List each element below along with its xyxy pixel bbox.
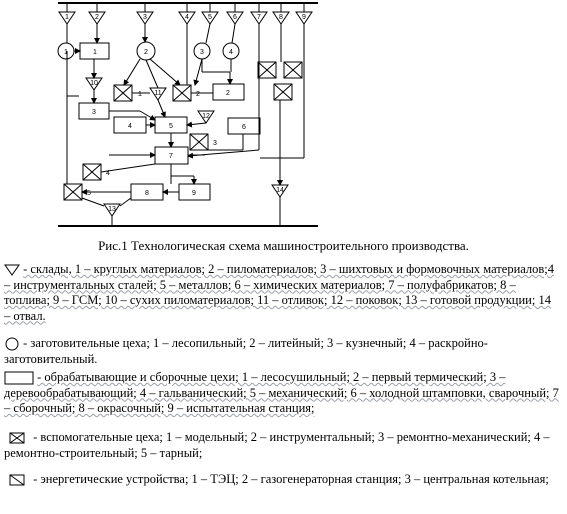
xbox-5-label: 5 — [87, 190, 91, 197]
circle-icon — [5, 337, 19, 351]
rect-7-label: 7 — [169, 153, 173, 160]
top-tri-label-5: 5 — [208, 14, 212, 21]
rect-8-label: 8 — [145, 190, 149, 197]
tri-13-label: 13 — [108, 206, 116, 213]
xbox-5 — [63, 183, 83, 201]
crossed-box-icon — [9, 432, 25, 444]
xbox-4 — [82, 163, 102, 181]
legend-energy-text: - энергетические устройства; 1 – ТЭЦ; 2 … — [33, 472, 549, 486]
legend-energy: - энергетические устройства; 1 – ТЭЦ; 2 … — [4, 472, 559, 488]
legend-processing-text: - обрабатывающие и сборочные цехи; 1 – л… — [4, 370, 559, 415]
figure-caption: Рис.1 Технологическая схема машиностроит… — [98, 238, 469, 253]
circle-3-label: 3 — [200, 49, 204, 56]
xbox-4-label: 4 — [106, 170, 110, 177]
tri-12-label: 12 — [202, 113, 210, 120]
tri-10-label: 10 — [90, 80, 98, 87]
rect-6-label: 6 — [242, 124, 246, 131]
rect-4-label: 4 — [128, 123, 132, 130]
rect-5-label: 5 — [169, 123, 173, 130]
legend-processing: - обрабатывающие и сборочные цехи; 1 – л… — [4, 370, 559, 417]
top-tri-label-1: 1 — [65, 14, 69, 21]
legend-auxiliary: - вспомогательные цеха; 1 – модельный; 2… — [4, 430, 559, 461]
tri-12 — [197, 110, 215, 124]
flow-lines — [66, 23, 305, 207]
top-tri-label-7: 7 — [257, 14, 261, 21]
top-tri-label-3: 3 — [143, 14, 147, 21]
top-tri-label-4: 4 — [185, 14, 189, 21]
legend-auxiliary-text: - вспомогательные цеха; 1 – модельный; 2… — [4, 430, 550, 460]
rect-1-label: 1 — [93, 49, 97, 56]
top-tri-label-8: 8 — [279, 14, 283, 21]
top-tri-label-2: 2 — [95, 14, 99, 21]
xbox-3 — [189, 133, 209, 151]
xbox-1-label: 1 — [138, 91, 142, 98]
xbox-3-label: 3 — [213, 140, 217, 147]
energy-boxes — [257, 61, 303, 101]
legend-warehouses: - склады, 1 – круглых материалов; 2 – пи… — [4, 262, 559, 324]
rect-2-label: 2 — [226, 90, 230, 97]
xbox-1 — [113, 84, 133, 102]
legend-warehouses-text: - склады, 1 – круглых материалов; 2 – пи… — [4, 262, 555, 323]
circle-1-label: 1 — [64, 49, 68, 56]
rect-9-label: 9 — [192, 190, 196, 197]
tri-13 — [103, 203, 121, 217]
top-warehouses — [58, 3, 313, 25]
tri-11-label: 11 — [154, 90, 161, 97]
rect-6 — [227, 117, 261, 135]
circle-4-label: 4 — [229, 49, 233, 56]
production-flow-diagram: 1 2 3 4 5 6 7 8 9 1 2 3 4 1 2 3 4 5 6 7 … — [57, 2, 318, 227]
xbox-2-label: 2 — [196, 91, 200, 98]
top-tri-label-6: 6 — [233, 14, 237, 21]
rectangle-icon — [4, 371, 34, 385]
legend-procurement: - заготовительные цеха; 1 – лесопильный;… — [4, 336, 559, 367]
tri-14-label: 14 — [276, 187, 284, 194]
top-tri-label-9: 9 — [302, 14, 306, 21]
rect-3-label: 3 — [92, 109, 96, 116]
triangle-icon — [4, 264, 20, 276]
xbox-2 — [172, 84, 192, 102]
legend-procurement-text: - заготовительные цеха; 1 – лесопильный;… — [4, 336, 488, 366]
energy-box-icon — [9, 474, 25, 486]
circle-2-label: 2 — [144, 49, 148, 56]
